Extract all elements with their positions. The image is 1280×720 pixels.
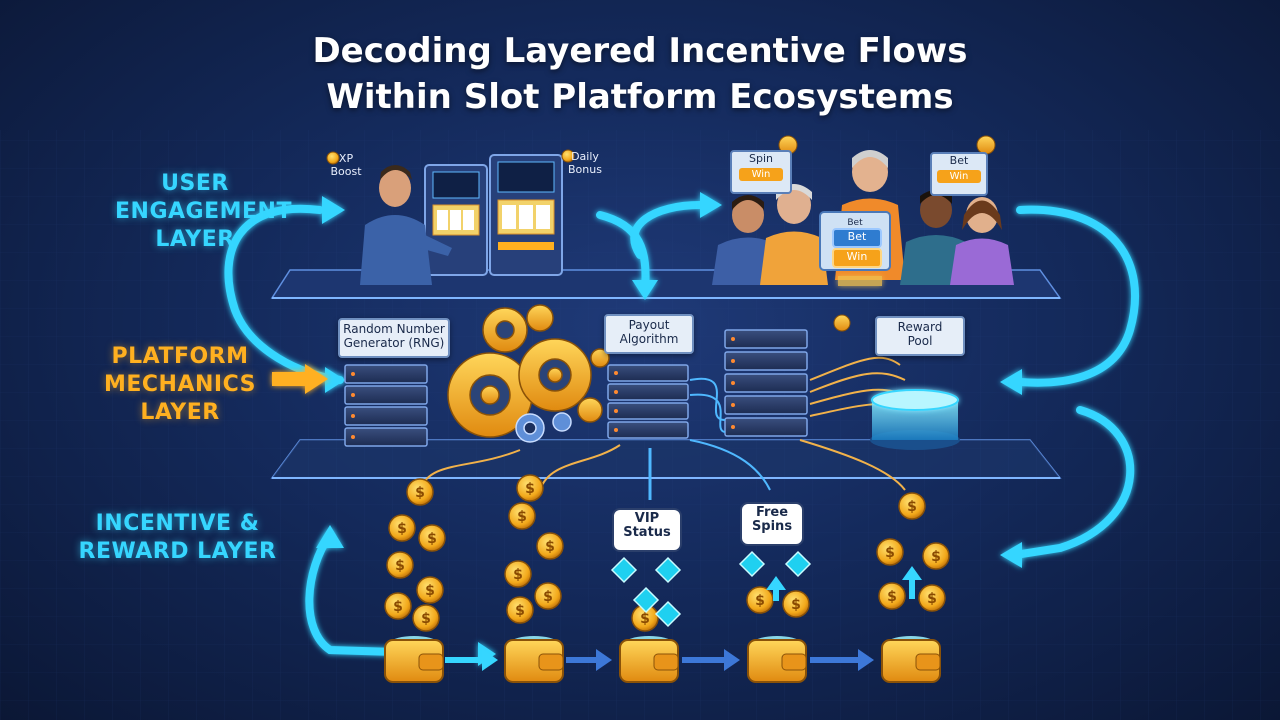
title-line-1: Decoding Layered Incentive Flows (312, 31, 968, 71)
up-arrows (766, 566, 922, 601)
blue-gears (515, 412, 572, 443)
servers (344, 329, 808, 447)
coin-icon: $ (418, 524, 446, 552)
svg-text:$: $ (885, 545, 895, 561)
svg-text:$: $ (887, 589, 897, 605)
coin-icon: $ (746, 586, 774, 614)
svg-text:$: $ (395, 558, 405, 574)
arrow-icon (596, 649, 612, 671)
free-spins-badge: Free Spins (740, 502, 804, 546)
svg-text:$: $ (415, 485, 425, 501)
reward-pool-vessel (870, 389, 960, 450)
svg-text:$: $ (907, 499, 917, 515)
spin-win-bubble: Spin Win (730, 150, 792, 194)
gears-cluster (447, 304, 610, 438)
svg-text:$: $ (545, 539, 555, 555)
coin-icon: $ (508, 502, 536, 530)
wallets (384, 636, 941, 683)
coin-icon: $ (878, 582, 906, 610)
wallet-icon (619, 636, 679, 683)
svg-text:$: $ (425, 583, 435, 599)
screen-header: Bet (847, 218, 863, 228)
vip-status-badge: VIP Status (612, 508, 682, 552)
wallet-icon (881, 636, 941, 683)
wallet-icon (504, 636, 564, 683)
coin-icon: $ (386, 551, 414, 579)
coin-icon: $ (922, 542, 950, 570)
coin-icon: $ (516, 474, 544, 502)
svg-text:$: $ (515, 603, 525, 619)
wallet-icon (384, 636, 444, 683)
coin-icon: $ (536, 532, 564, 560)
bet-win-bubble: Bet Win (930, 152, 988, 196)
xp-boost-label: XP Boost (330, 152, 362, 178)
server-lights (351, 337, 735, 439)
svg-text:$: $ (427, 531, 437, 547)
player-figure (360, 165, 452, 285)
user-engagement-layer-label: USER ENGAGEMENT LAYER (115, 171, 292, 252)
coin-icon: $ (504, 560, 532, 588)
incentive-reward-layer-label: INCENTIVE & REWARD LAYER (78, 511, 277, 564)
title-line-2: Within Slot Platform Ecosystems (326, 77, 954, 117)
daily-bonus-label: Daily Bonus (568, 150, 602, 176)
coin-icon: $ (918, 584, 946, 612)
svg-text:$: $ (393, 599, 403, 615)
coin-columns: $ $ $ $ $ $ $ $ $ $ $ $ $ $ $ $ $ $ $ $ $ (384, 474, 950, 632)
coin-icon: $ (782, 590, 810, 618)
arrow-icon (724, 649, 740, 671)
gold-arrow (272, 364, 328, 394)
svg-text:$: $ (513, 567, 523, 583)
svg-text:$: $ (931, 549, 941, 565)
coin-icon: $ (506, 596, 534, 624)
svg-text:$: $ (640, 611, 650, 627)
arrow-icon (482, 649, 498, 671)
svg-text:$: $ (517, 509, 527, 525)
coin-icon: $ (412, 604, 440, 632)
coin-icon: $ (416, 576, 444, 604)
svg-text:$: $ (927, 591, 937, 607)
svg-text:$: $ (525, 481, 535, 497)
arrow-icon (858, 649, 874, 671)
reward-pool-panel: Reward Pool (875, 316, 965, 356)
svg-text:$: $ (421, 611, 431, 627)
payout-algorithm-panel: Payout Algorithm (604, 314, 694, 354)
coin-icon: $ (876, 538, 904, 566)
arrowheads (316, 192, 1022, 666)
rng-panel: Random Number Generator (RNG) (338, 318, 450, 358)
token-diamonds (610, 550, 812, 628)
coin-icon: $ (406, 478, 434, 506)
bonus-coin-icons (326, 149, 575, 165)
mechanics-shelf (270, 439, 1062, 479)
svg-text:$: $ (791, 597, 801, 613)
coin-icon: $ (534, 582, 562, 610)
flow-arrows (224, 201, 1139, 656)
slot-machines (424, 154, 563, 276)
coin-icon: $ (384, 592, 412, 620)
screen-win-button: Win (832, 248, 882, 268)
svg-text:$: $ (755, 593, 765, 609)
platform-mechanics-layer-label: PLATFORM MECHANICS LAYER (103, 344, 256, 425)
coin-icon: $ (898, 492, 926, 520)
wallet-icon (747, 636, 807, 683)
coin-icon: $ (388, 514, 416, 542)
svg-text:$: $ (543, 589, 553, 605)
svg-text:$: $ (397, 521, 407, 537)
screen-bet-button: Bet (832, 228, 882, 248)
